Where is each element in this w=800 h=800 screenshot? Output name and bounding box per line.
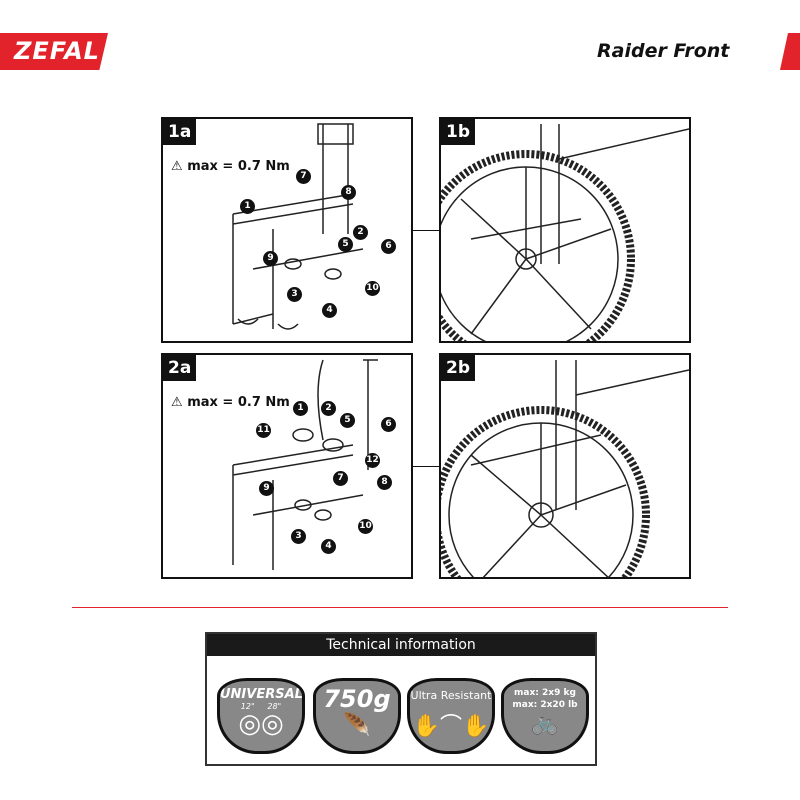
callout: 5	[338, 237, 353, 252]
callout: 4	[322, 303, 337, 318]
rack-assembly-drawing	[232, 123, 364, 330]
technical-info-title: Technical information	[207, 634, 595, 656]
connector-line	[413, 230, 439, 231]
step-label: 2a	[163, 355, 197, 381]
bike-icon: 🚲	[531, 711, 559, 736]
callout: 9	[259, 481, 274, 496]
callout: 9	[263, 251, 278, 266]
callout: 2	[353, 225, 368, 240]
callout: 7	[333, 471, 348, 486]
callout: 10	[365, 281, 380, 296]
step-label: 1b	[441, 119, 475, 145]
torque-warning: ⚠ max = 0.7 Nm	[171, 159, 290, 174]
torque-value: max = 0.7 Nm	[187, 159, 290, 174]
bike-wheel-drawing	[441, 360, 689, 577]
load-lb: max: 2x20 lb	[512, 700, 578, 710]
corner-accent	[780, 33, 800, 70]
universal-label: UNIVERSAL	[220, 687, 303, 702]
zefal-logo: ZEFAL	[0, 33, 108, 70]
callout: 12	[365, 453, 380, 468]
connector-line	[413, 466, 439, 467]
wheel-size-max: 28"	[267, 702, 282, 711]
step-1b-panel: 1b	[439, 117, 691, 343]
wheels-icon: ◎◎	[238, 709, 284, 739]
callout: 10	[358, 519, 373, 534]
feather-icon: 🪶	[343, 713, 371, 738]
callout: 3	[291, 529, 306, 544]
callout: 3	[287, 287, 302, 302]
callout: 8	[341, 185, 356, 200]
universal-badge: UNIVERSAL 12" 28" ◎◎	[217, 678, 305, 754]
step-2b-panel: 2b	[439, 353, 691, 579]
callout: 2	[321, 401, 336, 416]
weight-badge: 750g 🪶	[313, 678, 401, 754]
wheel-size-min: 12"	[240, 702, 255, 711]
callout: 11	[256, 423, 271, 438]
step-1a-panel: 1a ⚠ max = 0.7 Nm 1 2 3 4 5 6 7 8 9 10	[161, 117, 413, 343]
bending-hands-icon: ✋⌒✋	[412, 714, 490, 739]
warning-icon: ⚠	[171, 159, 188, 174]
rack-assembly-drawing	[232, 359, 378, 570]
load-kg: max: 2x9 kg	[514, 688, 576, 698]
step-2a-panel: 2a ⚠ max = 0.7 Nm 1 2 3 4 5 6 7 8 9 10 1…	[161, 353, 413, 579]
callout: 6	[381, 239, 396, 254]
step-label: 1a	[163, 119, 197, 145]
warning-icon: ⚠	[171, 395, 188, 410]
callout: 8	[377, 475, 392, 490]
callout: 5	[340, 413, 355, 428]
callout: 1	[240, 199, 255, 214]
callout: 7	[296, 169, 311, 184]
torque-warning: ⚠ max = 0.7 Nm	[171, 395, 290, 410]
product-title: Raider Front	[597, 40, 730, 62]
callout: 1	[293, 401, 308, 416]
torque-value: max = 0.7 Nm	[187, 395, 290, 410]
weight-value: 750g	[323, 685, 391, 713]
callout: 6	[381, 417, 396, 432]
resistance-badge: Ultra Resistant ✋⌒✋	[407, 678, 495, 754]
bike-wheel-drawing	[441, 124, 689, 341]
step-label: 2b	[441, 355, 475, 381]
callout: 4	[321, 539, 336, 554]
section-divider	[72, 607, 728, 608]
load-badge: max: 2x9 kg max: 2x20 lb 🚲	[501, 678, 589, 754]
resistance-label: Ultra Resistant	[410, 689, 492, 702]
technical-info-box: Technical information UNIVERSAL 12" 28" …	[205, 632, 597, 766]
